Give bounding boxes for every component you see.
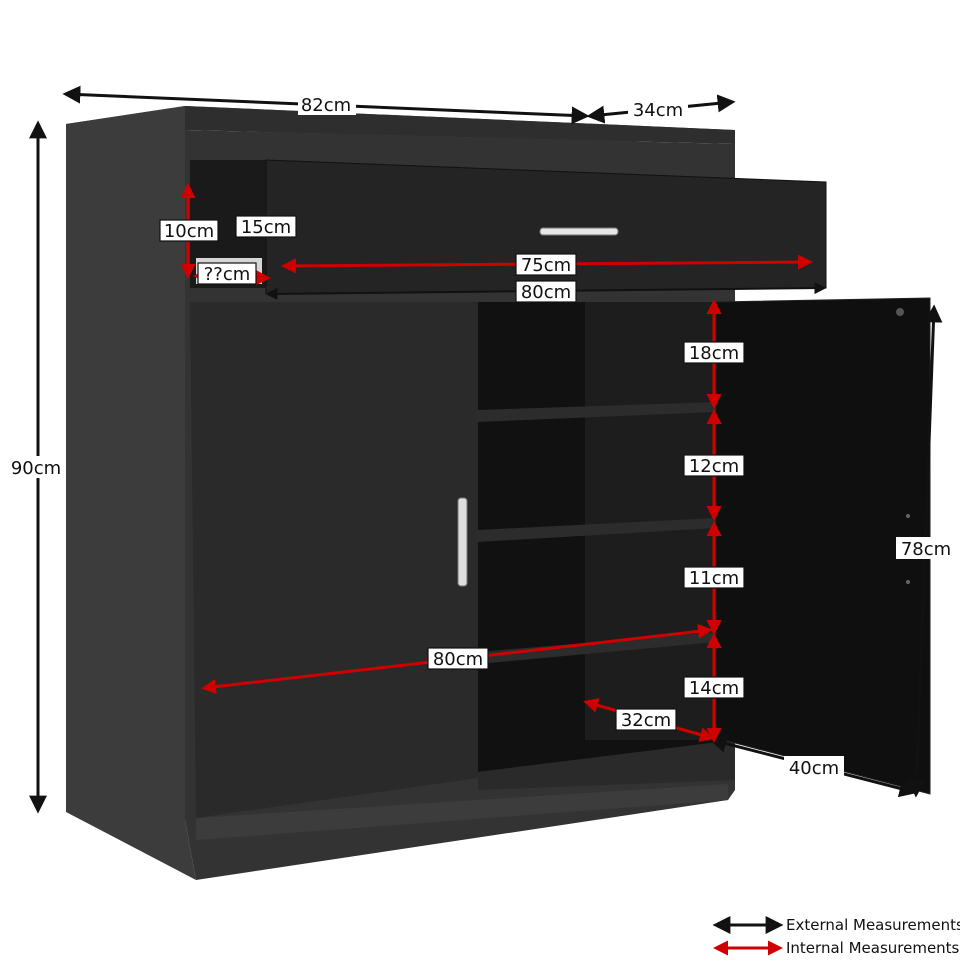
shelf-2-label-bg	[683, 454, 745, 477]
shelf-1	[478, 402, 716, 422]
shelf-1-label: 18cm	[689, 343, 739, 364]
drawer-inner-width-label: 75cm	[521, 255, 571, 276]
shelf-depth-label: 32cm	[621, 710, 671, 731]
cabinet-left-side	[66, 106, 196, 880]
shelf-4-label: 14cm	[689, 678, 739, 699]
shelf-3-label: 11cm	[689, 568, 739, 589]
depth-label: 34cm	[633, 100, 683, 121]
width-label: 82cm	[301, 95, 351, 116]
shelf-depth-label-bg	[615, 708, 677, 731]
drawer-width-label-bg	[515, 280, 577, 303]
interior-floor	[478, 740, 735, 790]
door-hinge-top	[896, 308, 904, 316]
compartment-depth-label: ??cm	[204, 264, 251, 285]
shelf-2	[478, 518, 716, 542]
compartment-width-label: 15cm	[241, 217, 291, 238]
door-width-label-bg	[784, 756, 844, 778]
left-door	[190, 302, 478, 818]
legend-external-label: External Measurements	[786, 916, 960, 934]
drawer-inner-width-label-bg	[515, 253, 577, 276]
drawer-handle	[539, 227, 619, 236]
cabinet-inner-width-label: 80cm	[433, 649, 483, 670]
legend: External Measurements Internal Measureme…	[712, 916, 960, 957]
door-height-label: 78cm	[901, 539, 951, 560]
compartment-height-label-bg	[159, 219, 219, 242]
shelf-3-label-bg	[683, 566, 745, 589]
compartment-width-label-bg	[235, 215, 297, 238]
labels: 82cm 34cm 90cm 10cm 15cm ??cm 75cm 80cm …	[6, 93, 956, 779]
cabinet-plinth	[196, 784, 728, 840]
door-width-label: 40cm	[789, 758, 839, 779]
door-height-label-bg	[896, 537, 956, 559]
width-label-bg	[298, 93, 356, 115]
compartment-depth-label-bg	[197, 262, 257, 285]
legend-internal-label: Internal Measurements	[786, 939, 960, 957]
shelf-2-label: 12cm	[689, 456, 739, 477]
compartment-height-label: 10cm	[164, 221, 214, 242]
height-label: 90cm	[11, 458, 61, 479]
door-screw-1	[906, 514, 910, 518]
door-screw-2	[906, 580, 910, 584]
shelf-1-label-bg	[683, 341, 745, 364]
cabinet-inner-width-label-bg	[427, 647, 489, 670]
height-label-bg	[6, 456, 66, 478]
drawer-width-label: 80cm	[521, 282, 571, 303]
left-door-handle	[457, 497, 468, 587]
depth-label-bg	[628, 98, 688, 120]
shelf-4-label-bg	[683, 676, 745, 699]
